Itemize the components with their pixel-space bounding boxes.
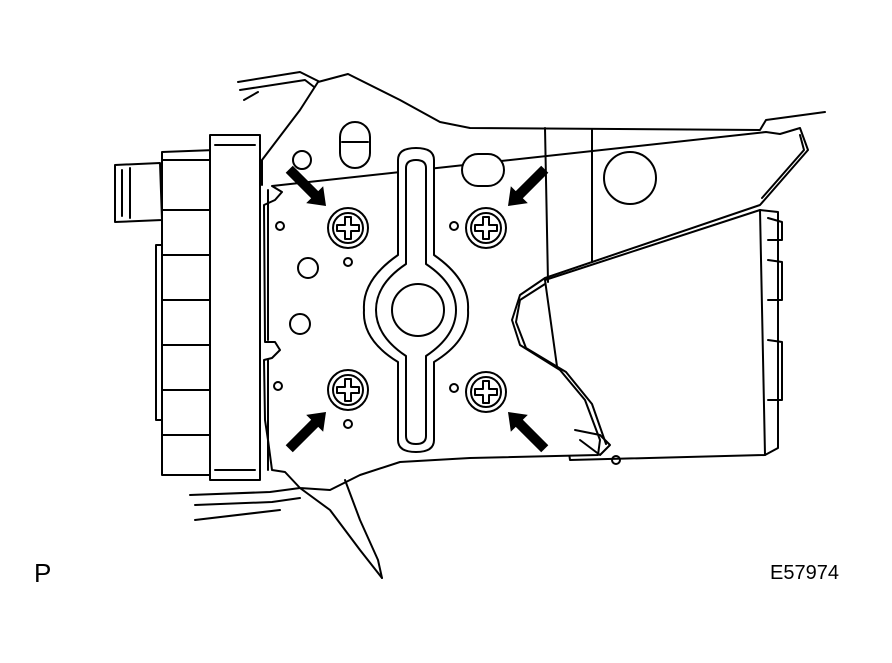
bracket-arm <box>299 479 383 579</box>
phillips-bolt-icon <box>327 369 369 411</box>
indicator-arrow-icon <box>508 412 549 453</box>
centre-rail <box>362 147 470 453</box>
indicator-arrows <box>285 165 549 453</box>
indicator-arrow-icon <box>285 412 326 453</box>
bolts <box>327 207 507 413</box>
indicator-arrow-icon <box>508 165 549 206</box>
figure-code: E57974 <box>770 562 839 584</box>
connector-housing <box>114 134 261 481</box>
phillips-bolt-icon <box>327 207 369 249</box>
slot-holes <box>292 121 657 205</box>
locator-holes <box>273 221 621 465</box>
view-label: P <box>34 558 52 588</box>
wire-clip-bottom <box>189 487 301 521</box>
phillips-bolt-icon <box>465 207 507 249</box>
wire-clip-top <box>237 71 321 101</box>
indicator-arrow-icon <box>285 165 326 206</box>
phillips-bolt-icon <box>465 371 507 413</box>
